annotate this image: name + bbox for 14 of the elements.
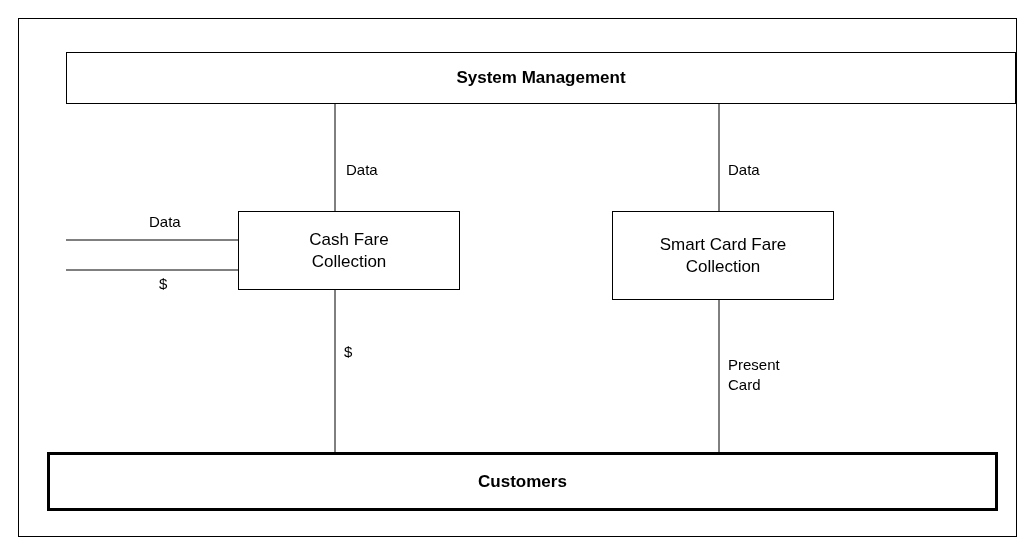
connector-line xyxy=(718,299,720,453)
box-label: Smart Card Fare Collection xyxy=(658,234,788,277)
connector-line xyxy=(65,269,239,271)
box-label: Cash Fare Collection xyxy=(308,229,390,272)
connector-line xyxy=(334,103,336,212)
process-box xyxy=(66,52,1016,104)
box-label: Customers xyxy=(478,470,567,493)
box-label: System Management xyxy=(456,67,626,89)
process-box xyxy=(238,211,460,290)
connector-line xyxy=(65,239,239,241)
process-box xyxy=(612,211,834,300)
process-box xyxy=(47,452,998,511)
connector-line xyxy=(334,289,336,453)
connector-line xyxy=(718,103,720,212)
